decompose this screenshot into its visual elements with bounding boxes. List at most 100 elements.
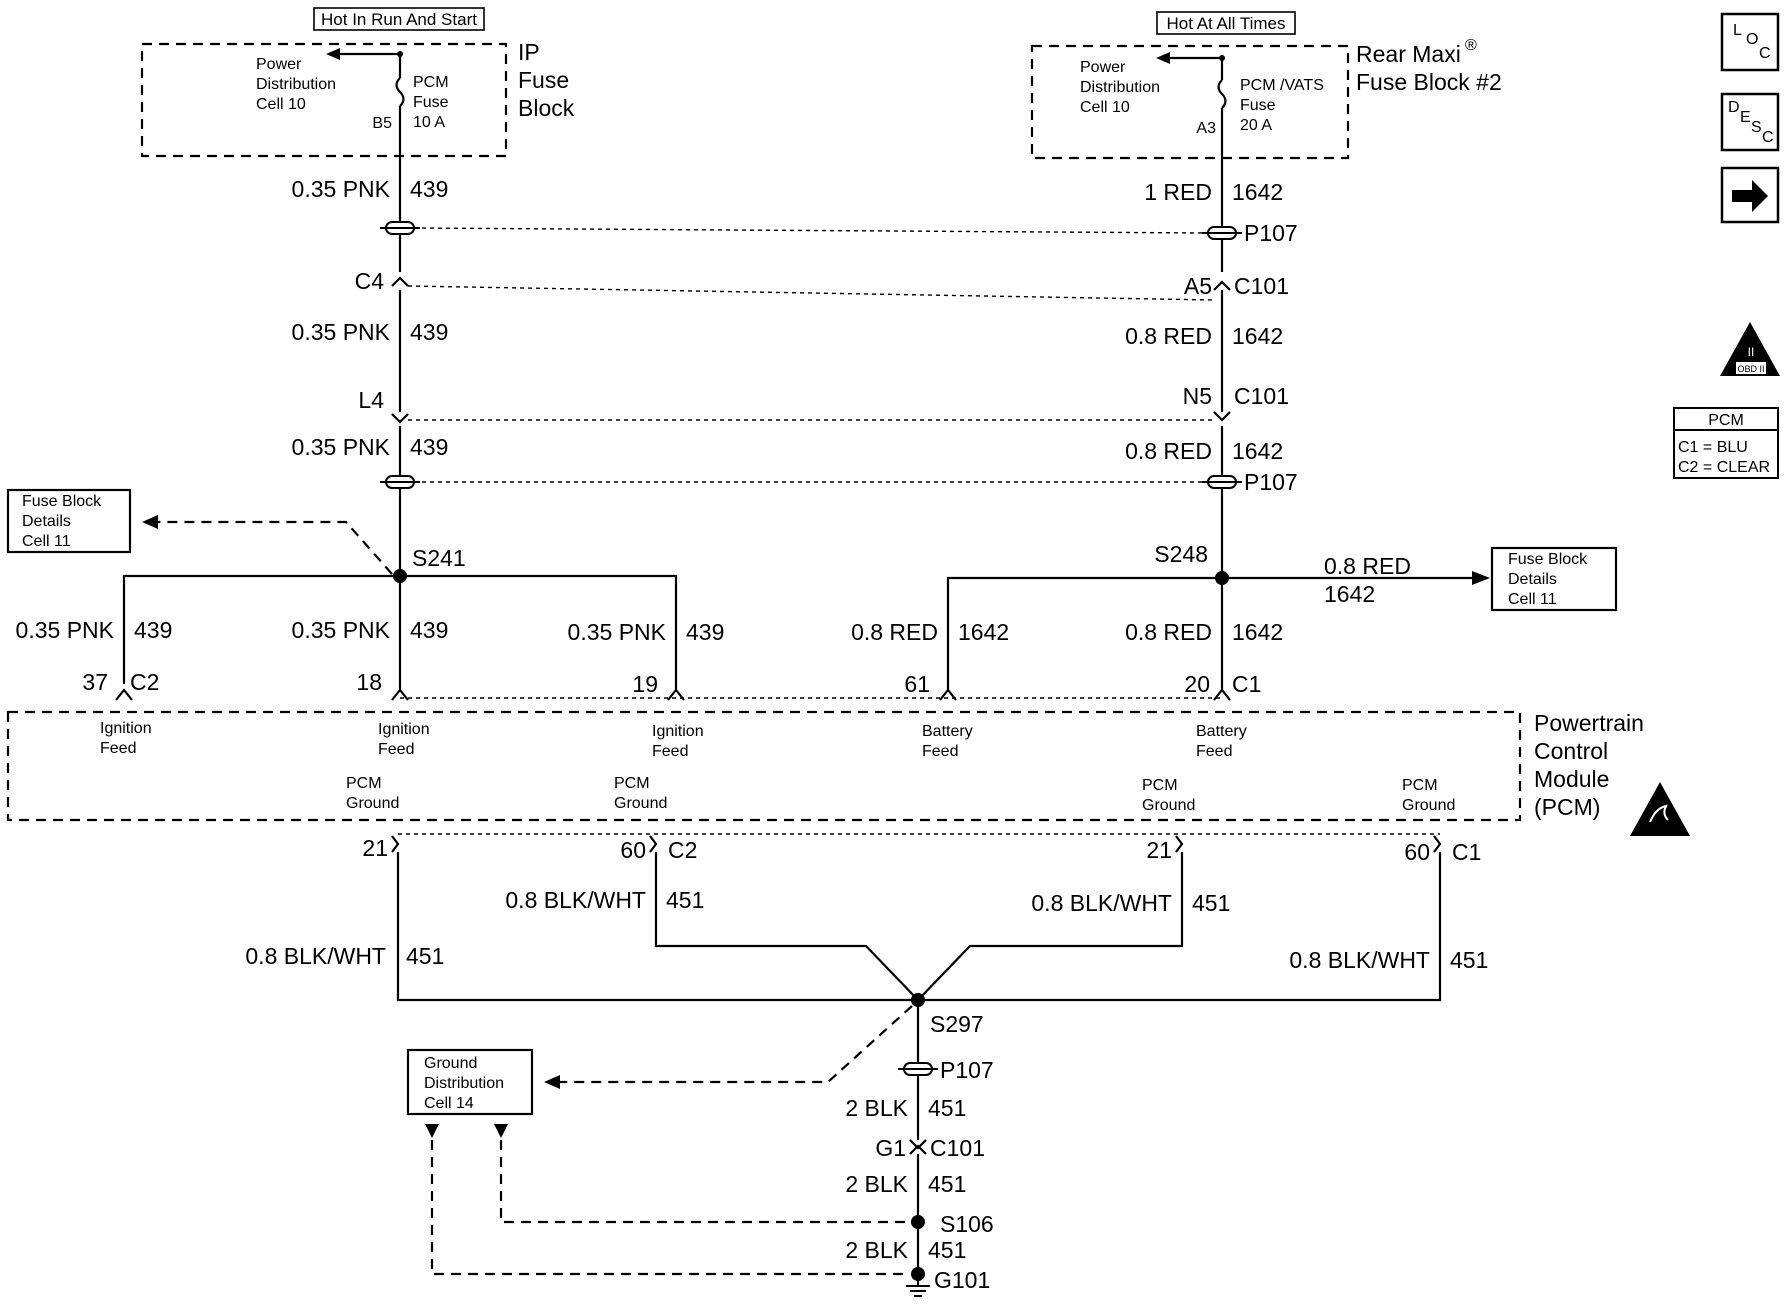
drop-3-pin: 19 [632, 671, 658, 697]
power-dist-label-2: Distribution [256, 76, 336, 93]
wire-size-right-3: 0.8 RED [1125, 438, 1212, 464]
drop-4-size: 0.8 RED [851, 619, 938, 645]
fuse-block-details-left[interactable]: Fuse Block Details Cell 11 [6, 488, 393, 575]
pcm-ground-3a: PCM [1142, 777, 1178, 794]
pcm-ground-2b: Ground [614, 795, 667, 812]
fuse-details-right-2: Details [1508, 571, 1557, 588]
loc-icon[interactable] [1720, 12, 1780, 72]
gnd-seg-1-num: 451 [928, 1095, 966, 1121]
fuse-details-right-3: Cell 11 [1508, 591, 1557, 608]
arrow-right-icon [1472, 571, 1490, 585]
rear-maxi-label: Rear Maxi [1356, 41, 1461, 67]
drop-5-num: 1642 [1232, 619, 1283, 645]
ground-dist-box[interactable] [406, 1048, 534, 1116]
fuse-details-left-box[interactable] [6, 488, 132, 554]
ground-g101 [911, 1267, 925, 1281]
loc-letter-a: L [1733, 22, 1742, 39]
connector-symbol-icon [391, 413, 409, 424]
ground-dist-2: Distribution [424, 1075, 504, 1092]
arrow-down-icon [494, 1124, 508, 1138]
drop-1-num: 439 [134, 617, 172, 643]
connector-symbol-icon [909, 1139, 927, 1150]
pcm-fuse-label-2: Fuse [413, 94, 449, 111]
arrow-left-icon [1156, 52, 1170, 64]
ground-g101-label: G101 [934, 1267, 990, 1293]
wire-num-left-2: 439 [410, 319, 448, 345]
connector-symbol-icon [391, 276, 409, 287]
desc-button[interactable]: D E S C [1720, 92, 1780, 152]
pcm-input-2b: Feed [378, 741, 414, 758]
pcm-table-title: PCM [1708, 412, 1744, 429]
ground-symbol-icon [906, 1280, 930, 1297]
splice-s248-label: S248 [1154, 541, 1208, 567]
drop-1-size: 0.35 PNK [16, 617, 115, 643]
gnd-pin-1: 21 [362, 835, 388, 861]
wire-size-left-2: 0.35 PNK [292, 319, 391, 345]
ip-fuse-block-outline [140, 42, 508, 158]
power-dist-right-3: Cell 10 [1080, 99, 1130, 116]
p107-mid-label: P107 [1244, 469, 1298, 495]
drop-2-pin: 18 [356, 669, 382, 695]
pcm-table-box [1673, 407, 1779, 479]
pcm-vats-fuse-3: 20 A [1240, 117, 1272, 134]
fuse-label: Fuse [518, 67, 569, 93]
drop-2-num: 439 [410, 617, 448, 643]
connector-c101-b: C101 [1234, 383, 1289, 409]
fuse-details-left-2: Details [22, 513, 71, 530]
fuse-pin-a3: A3 [1196, 120, 1216, 137]
wire-size-left-3: 0.35 PNK [292, 434, 391, 460]
battery-feed-branches: S248 0.8 RED 1642 [946, 541, 1490, 690]
connector-n5-pin: N5 [1183, 383, 1212, 409]
hot-at-all-times-header: Hot At All Times [1166, 14, 1285, 33]
wire-size-right-2: 0.8 RED [1125, 323, 1212, 349]
pcm-title-3: Module [1534, 766, 1609, 792]
fuse-details-left-1: Fuse Block [22, 493, 102, 510]
drop-1-conn: C2 [130, 669, 159, 695]
pcm-input-5b: Feed [1196, 743, 1232, 760]
connector-symbol-icon [667, 688, 685, 701]
gnd-wire-1-num: 451 [406, 943, 444, 969]
hot-at-all-times-header-box [1156, 11, 1296, 35]
rear-maxi-fuse-block-outline [1030, 44, 1350, 160]
ground-chain: S297 P107 2 BLK 451 G1 C101 2 BLK 451 S1… [845, 993, 994, 1297]
obd-ii-label: OBD II [1737, 364, 1764, 374]
fuse-block-2-label: Fuse Block #2 [1356, 69, 1502, 95]
ground-dist-3: Cell 14 [424, 1095, 474, 1112]
pcm-ground-1a: PCM [346, 775, 382, 792]
desc-letter-d: C [1762, 129, 1774, 146]
gnd-conn-g1: G1 [875, 1135, 906, 1161]
drop-labels: 0.35 PNK 439 0.35 PNK 439 0.35 PNK 439 0… [16, 617, 1283, 701]
desc-letter-b: E [1740, 109, 1751, 126]
splice-s106-label: S106 [940, 1211, 994, 1237]
splice-s297-label: S297 [930, 1011, 984, 1037]
next-button[interactable] [1720, 166, 1780, 224]
obd-ii-number: II [1748, 345, 1755, 359]
pcm-vats-fuse-1: PCM /VATS [1240, 77, 1324, 94]
connector-symbol-icon [909, 1144, 927, 1155]
pcm-title-1: Powertrain [1534, 710, 1644, 736]
gnd-wire-4-size: 0.8 BLK/WHT [1289, 947, 1430, 973]
connector-ties [400, 227, 1222, 699]
splice-s241-label: S241 [412, 545, 466, 571]
gnd-wire-1-size: 0.8 BLK/WHT [245, 943, 386, 969]
wire-num-left-3: 439 [410, 434, 448, 460]
fuse-details-right-box[interactable] [1490, 546, 1618, 612]
arrow-down-icon [425, 1124, 439, 1138]
pcm-vats-fuse-2: Fuse [1240, 97, 1276, 114]
gnd-pin-2: 60 [620, 837, 646, 863]
power-dist-label-1: Power [256, 56, 302, 73]
arrow-left-icon [544, 1075, 560, 1089]
gnd-conn-c101: C101 [930, 1135, 985, 1161]
drop-4-pin: 61 [904, 671, 930, 697]
pcm-title-2: Control [1534, 738, 1608, 764]
drop-4-num: 1642 [958, 619, 1009, 645]
fuse-block-details-right[interactable]: Fuse Block Details Cell 11 [1490, 546, 1618, 612]
power-dist-right-1: Power [1080, 59, 1126, 76]
loc-button[interactable]: L O C [1720, 12, 1780, 72]
ground-distribution[interactable]: Ground Distribution Cell 14 [406, 1005, 913, 1276]
connector-symbol-icon [1213, 411, 1231, 422]
desc-icon[interactable] [1720, 92, 1780, 152]
drop-2-size: 0.35 PNK [292, 617, 391, 643]
pcm-input-1b: Feed [100, 740, 136, 757]
